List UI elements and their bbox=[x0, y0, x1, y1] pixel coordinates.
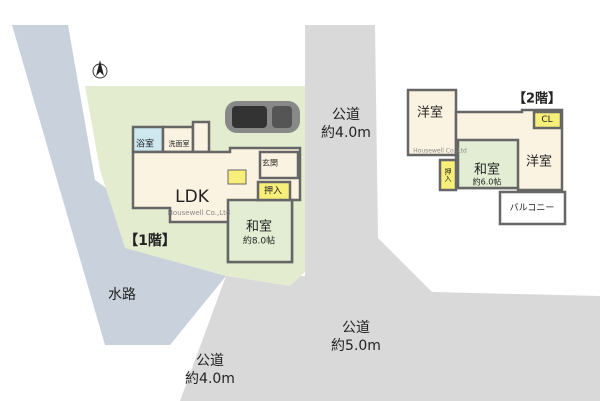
room-size-1f: 約8.0帖 bbox=[242, 236, 276, 247]
room-western-2: 洋室 bbox=[525, 154, 553, 170]
floor2-label: 【2階】 bbox=[512, 91, 562, 107]
room-bath: 浴室 bbox=[135, 139, 155, 150]
road-width: 約5.0m bbox=[331, 338, 381, 354]
room-balcony: バルコニー bbox=[509, 203, 555, 214]
floor1-label: 【1階】 bbox=[124, 233, 176, 249]
room-washitsu-1f: 和室 bbox=[245, 219, 273, 235]
road-width: 約4.0m bbox=[321, 125, 371, 141]
floor2-plan bbox=[406, 88, 567, 226]
road-name: 公道 bbox=[342, 320, 370, 336]
waterway-label: 水路 bbox=[108, 287, 136, 303]
room-size-2f: 約6.0帖 bbox=[472, 177, 502, 187]
road-width: 約4.0m bbox=[185, 371, 235, 387]
south-road-label: 公道 約5.0m bbox=[331, 319, 381, 355]
road-name: 公道 bbox=[196, 353, 224, 369]
watermark: Housewell Co.,Ltd bbox=[167, 209, 231, 217]
room-ldk: LDK bbox=[175, 187, 209, 207]
room-washroom: 洗面室 bbox=[168, 140, 190, 148]
room-entrance: 玄関 bbox=[262, 158, 278, 168]
room-closet-1f: 押入 bbox=[263, 186, 283, 197]
watermark: Housewell Co.,Ltd bbox=[413, 147, 467, 155]
room-cl: CL bbox=[541, 115, 553, 125]
waterway bbox=[12, 25, 226, 345]
east-road bbox=[180, 25, 600, 401]
road-name: 公道 bbox=[332, 107, 360, 123]
room-washitsu-2f: 和室 bbox=[473, 162, 501, 178]
room-closet-2f: 押入 bbox=[444, 168, 452, 182]
room-western-1: 洋室 bbox=[416, 105, 444, 121]
north-arrow-icon bbox=[92, 60, 108, 79]
floor1-plan bbox=[131, 120, 302, 264]
east-road-label: 公道 約4.0m bbox=[321, 106, 371, 142]
car-icon bbox=[225, 101, 300, 133]
southwest-road-label: 公道 約4.0m bbox=[185, 352, 235, 388]
